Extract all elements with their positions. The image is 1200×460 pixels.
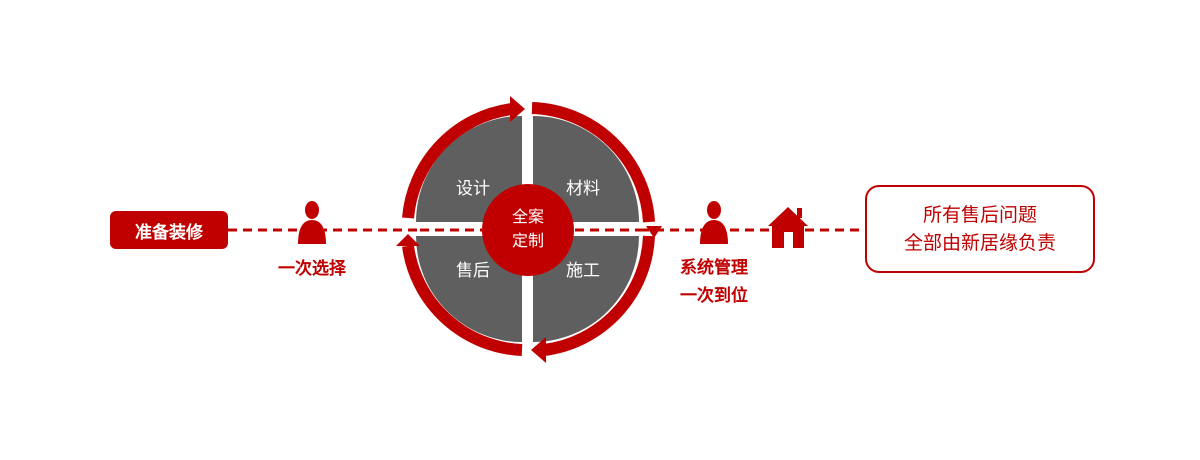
wheel-center-circle [482,184,574,276]
start-box: 准备装修 [110,211,228,249]
cycle-arrow-icon [402,102,655,356]
cycle-arc-bottom-left [402,245,523,356]
quadrant-label-construction: 施工 [566,261,600,281]
end-box-line2: 全部由新居缘负责 [903,232,1056,254]
house-roof [768,207,808,226]
person-right-head [707,201,721,219]
cycle-arc-top-left [402,103,513,219]
center-label-line1: 全案 [512,207,544,226]
quadrant-top-right [533,116,639,222]
person-icon [700,201,728,244]
arrowhead-bottom [531,337,546,363]
arrowhead-right [646,226,662,238]
cycle-arc-top-right [531,102,655,223]
cycle-arrowheads [396,96,662,363]
person-right-label-line1: 系统管理 [680,258,748,278]
house-chimney [797,208,802,218]
person-left-head [305,201,319,219]
person-right-body [700,220,728,244]
center-label-line2: 定制 [512,231,544,250]
quadrant-top-left [416,116,522,222]
person-left-body [298,220,326,244]
quadrant-label-after-sales: 售后 [456,261,490,281]
wheel-quadrants [416,116,639,342]
quadrant-label-design: 设计 [456,179,490,199]
house-icon [768,207,808,248]
arrowhead-top [510,96,525,122]
person-icon [298,201,326,244]
person-left-label: 一次选择 [278,259,346,279]
quadrant-label-materials: 材料 [566,179,600,199]
end-box: 所有售后问题 全部由新居缘负责 [865,185,1095,273]
person-right-label: 系统管理 一次到位 [664,254,764,310]
arrowhead-left [396,234,420,246]
cycle-arc-bottom-right [543,235,655,356]
end-box-line1: 所有售后问题 [922,204,1037,226]
person-right-label-line2: 一次到位 [680,286,748,306]
start-label: 准备装修 [135,222,203,243]
house-door [784,232,793,248]
